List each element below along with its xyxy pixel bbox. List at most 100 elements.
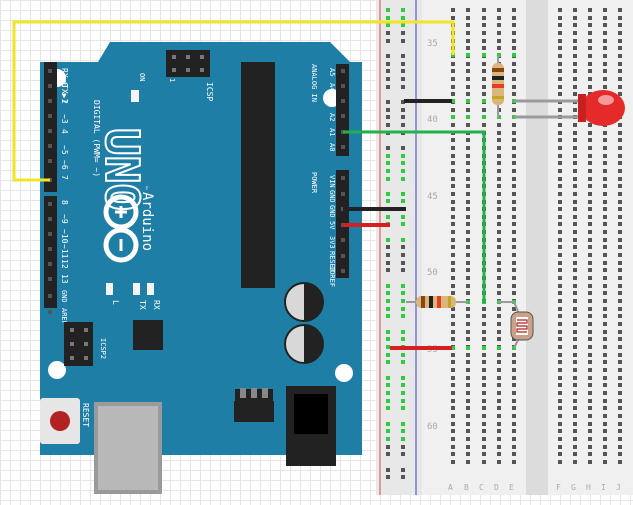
rail-hole (401, 261, 405, 265)
digital-pin-labels: RX◀0 TX▶1 2 ~3 4 ~5 ~6 7 8 ~9 ~10 ~11 12… (60, 68, 101, 325)
active-hole (497, 53, 501, 57)
terminal-hole (588, 8, 592, 12)
header-pin[interactable] (48, 247, 52, 251)
header-pin[interactable] (341, 269, 345, 273)
pin-label-2: 2 (60, 99, 69, 104)
terminal-hole (451, 177, 455, 181)
terminal-hole (466, 39, 470, 43)
rail-hole (386, 146, 390, 150)
terminal-hole (451, 360, 455, 364)
terminal-hole (573, 445, 577, 449)
terminal-hole (573, 54, 577, 58)
header-pin[interactable] (48, 310, 52, 314)
pin-label-a0: A0 (328, 143, 336, 151)
terminal-hole (618, 291, 622, 295)
header-pin[interactable] (48, 202, 52, 206)
rail-hole (401, 215, 405, 219)
capacitor-mark (304, 283, 323, 321)
terminal-hole (482, 69, 486, 73)
terminal-hole (588, 46, 592, 50)
terminal-hole (512, 161, 516, 165)
header-pin[interactable] (341, 176, 345, 180)
terminal-hole (512, 284, 516, 288)
terminal-hole (558, 207, 562, 211)
header-pin[interactable] (341, 114, 345, 118)
header-pin[interactable] (48, 159, 52, 163)
terminal-hole (603, 284, 607, 288)
rail-hole (401, 399, 405, 403)
terminal-hole (588, 200, 592, 204)
rail-hole (401, 222, 405, 226)
terminal-hole (482, 62, 486, 66)
header-pin[interactable] (341, 99, 345, 103)
terminal-hole (573, 268, 577, 272)
header-pin[interactable] (48, 99, 52, 103)
terminal-hole (603, 222, 607, 226)
header-pin[interactable] (48, 84, 52, 88)
rail-hole (401, 376, 405, 380)
regulator-leg (240, 388, 246, 398)
terminal-hole (466, 177, 470, 181)
terminal-hole (497, 314, 501, 318)
terminal-hole (573, 85, 577, 89)
terminal-hole (573, 353, 577, 357)
header-pin[interactable] (48, 144, 52, 148)
header-pin[interactable] (341, 84, 345, 88)
header-pin[interactable] (48, 262, 52, 266)
pin-label-13: 13 (60, 274, 69, 284)
terminal-hole (603, 177, 607, 181)
terminal-hole (497, 422, 501, 426)
terminal-hole (512, 276, 516, 280)
led-body (581, 90, 625, 126)
header-pin[interactable] (341, 69, 345, 73)
terminal-hole (512, 192, 516, 196)
terminal-hole (618, 123, 622, 127)
terminal-hole (603, 345, 607, 349)
rail-hole (386, 16, 390, 20)
terminal-hole (466, 31, 470, 35)
terminal-hole (451, 245, 455, 249)
rail-hole (386, 437, 390, 441)
terminal-hole (451, 291, 455, 295)
terminal-hole (558, 414, 562, 418)
terminal-hole (512, 23, 516, 27)
col-letter-e: E (509, 483, 514, 492)
terminal-hole (588, 261, 592, 265)
terminal-hole (618, 437, 622, 441)
header-pin[interactable] (341, 145, 345, 149)
active-hole (482, 53, 486, 57)
terminal-hole (573, 307, 577, 311)
header-pin[interactable] (48, 69, 52, 73)
terminal-hole (588, 169, 592, 173)
terminal-hole (497, 445, 501, 449)
terminal-hole (512, 62, 516, 66)
terminal-hole (512, 184, 516, 188)
terminal-hole (466, 184, 470, 188)
terminal-hole (466, 368, 470, 372)
terminal-hole (573, 138, 577, 142)
terminal-hole (603, 414, 607, 418)
col-letter-b: B (464, 483, 469, 492)
terminal-hole (558, 77, 562, 81)
header-pin[interactable] (341, 238, 345, 242)
header-pin[interactable] (341, 192, 345, 196)
header-pin[interactable] (341, 254, 345, 258)
terminal-hole (618, 177, 622, 181)
terminal-hole (603, 192, 607, 196)
terminal-hole (466, 383, 470, 387)
header-pin[interactable] (48, 129, 52, 133)
terminal-hole (451, 200, 455, 204)
terminal-hole (482, 406, 486, 410)
header-pin[interactable] (48, 277, 52, 281)
header-pin[interactable] (48, 114, 52, 118)
terminal-hole (618, 460, 622, 464)
icsp-pin (172, 55, 176, 59)
rail-hole (386, 345, 390, 349)
rail-hole (401, 108, 405, 112)
header-pin[interactable] (48, 294, 52, 298)
header-pin[interactable] (48, 217, 52, 221)
header-pin[interactable] (48, 232, 52, 236)
terminal-hole (482, 23, 486, 27)
terminal-hole (512, 437, 516, 441)
terminal-hole (618, 399, 622, 403)
